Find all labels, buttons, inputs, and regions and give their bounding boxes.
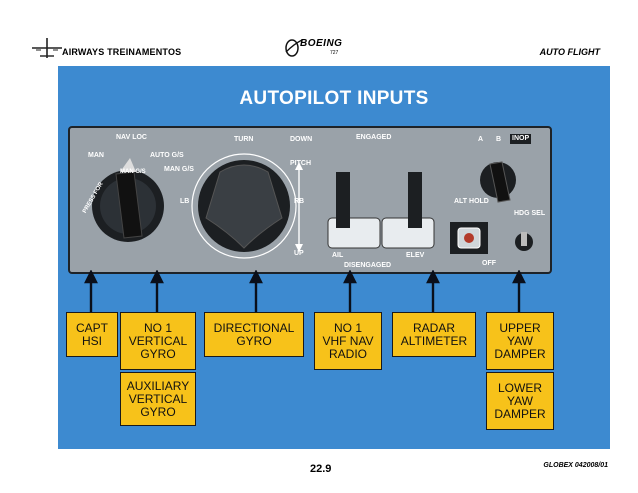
hdg-sel-toggle-lever — [521, 232, 527, 246]
alt-hold-indicator — [464, 233, 474, 243]
document-code: GLOBEX 042008/01 — [543, 462, 608, 469]
autopilot-control-panel: NAV LOC MAN AUTO G/S MAN G/S MAN G/S PRE… — [68, 126, 552, 274]
label-up: UP — [294, 250, 304, 257]
label-alt-hold: ALT HOLD — [454, 198, 489, 205]
label-man-gs-dial: MAN G/S — [120, 169, 146, 175]
mode-selector-pointer — [115, 171, 143, 239]
label-off: OFF — [482, 260, 496, 267]
elev-switch-lever — [408, 172, 422, 228]
label-inop: INOP — [510, 134, 532, 144]
pitch-arrow-head-up — [295, 162, 303, 170]
label-down: DOWN — [290, 136, 313, 143]
turn-knob-ring — [191, 153, 297, 259]
label-man-gs: MAN G/S — [164, 166, 194, 173]
boeing-logo-icon — [285, 39, 303, 57]
box-no1-vhf-nav-radio: NO 1 VHF NAV RADIO — [314, 312, 382, 370]
boeing-logo-text: BOEING — [300, 38, 343, 49]
label-elev: ELEV — [406, 252, 425, 259]
box-lower-yaw-damper: LOWER YAW DAMPER — [486, 372, 554, 430]
arrowhead-directional-gyro — [249, 270, 263, 284]
label-hdg-sel: HDG SEL — [514, 210, 546, 217]
header-company-name: AIRWAYS TREINAMENTOS — [62, 47, 182, 57]
label-man: MAN — [88, 152, 104, 159]
turn-knob-grip — [205, 164, 283, 249]
arrowhead-capt-hsi — [84, 270, 98, 284]
panel-graphics — [92, 153, 533, 259]
header-section-title: AUTO FLIGHT — [539, 47, 600, 57]
box-directional-gyro: DIRECTIONAL GYRO — [204, 312, 304, 357]
airplane-logo-icon — [32, 38, 62, 58]
mode-selector-arrow — [120, 158, 136, 172]
arrowhead-radar-altimeter — [426, 270, 440, 284]
ab-selector-pointer — [489, 161, 511, 203]
label-lb: LB — [180, 198, 190, 205]
label-engaged: ENGAGED — [356, 134, 392, 141]
box-auxiliary-vertical-gyro: AUXILIARY VERTICAL GYRO — [120, 372, 196, 426]
page-number: 22.9 — [310, 463, 332, 475]
ail-switch-lever — [336, 172, 350, 228]
label-a: A — [478, 136, 484, 143]
label-ail: AIL — [332, 252, 344, 259]
arrowhead-yaw-damper — [512, 270, 526, 284]
aircraft-model: 727 — [330, 50, 339, 56]
label-pitch: PITCH — [290, 160, 311, 167]
box-radar-altimeter: RADAR ALTIMETER — [392, 312, 476, 357]
label-b: B — [496, 136, 502, 143]
label-rb: RB — [294, 198, 305, 205]
arrowhead-vhf-nav-radio — [343, 270, 357, 284]
label-nav-loc: NAV LOC — [116, 134, 147, 141]
label-turn: TURN — [234, 136, 254, 143]
box-capt-hsi: CAPT HSI — [66, 312, 118, 357]
slide-title: AUTOPILOT INPUTS — [239, 88, 429, 109]
label-disengaged: DISENGAGED — [344, 262, 392, 269]
pitch-arrow-head-down — [295, 244, 303, 252]
arrowhead-no1-vertical-gyro — [150, 270, 164, 284]
input-arrows — [84, 270, 526, 312]
box-no1-vertical-gyro: NO 1 VERTICAL GYRO — [120, 312, 196, 370]
box-upper-yaw-damper: UPPER YAW DAMPER — [486, 312, 554, 370]
ail-switch-housing — [327, 217, 381, 249]
label-auto-gs: AUTO G/S — [150, 152, 184, 159]
